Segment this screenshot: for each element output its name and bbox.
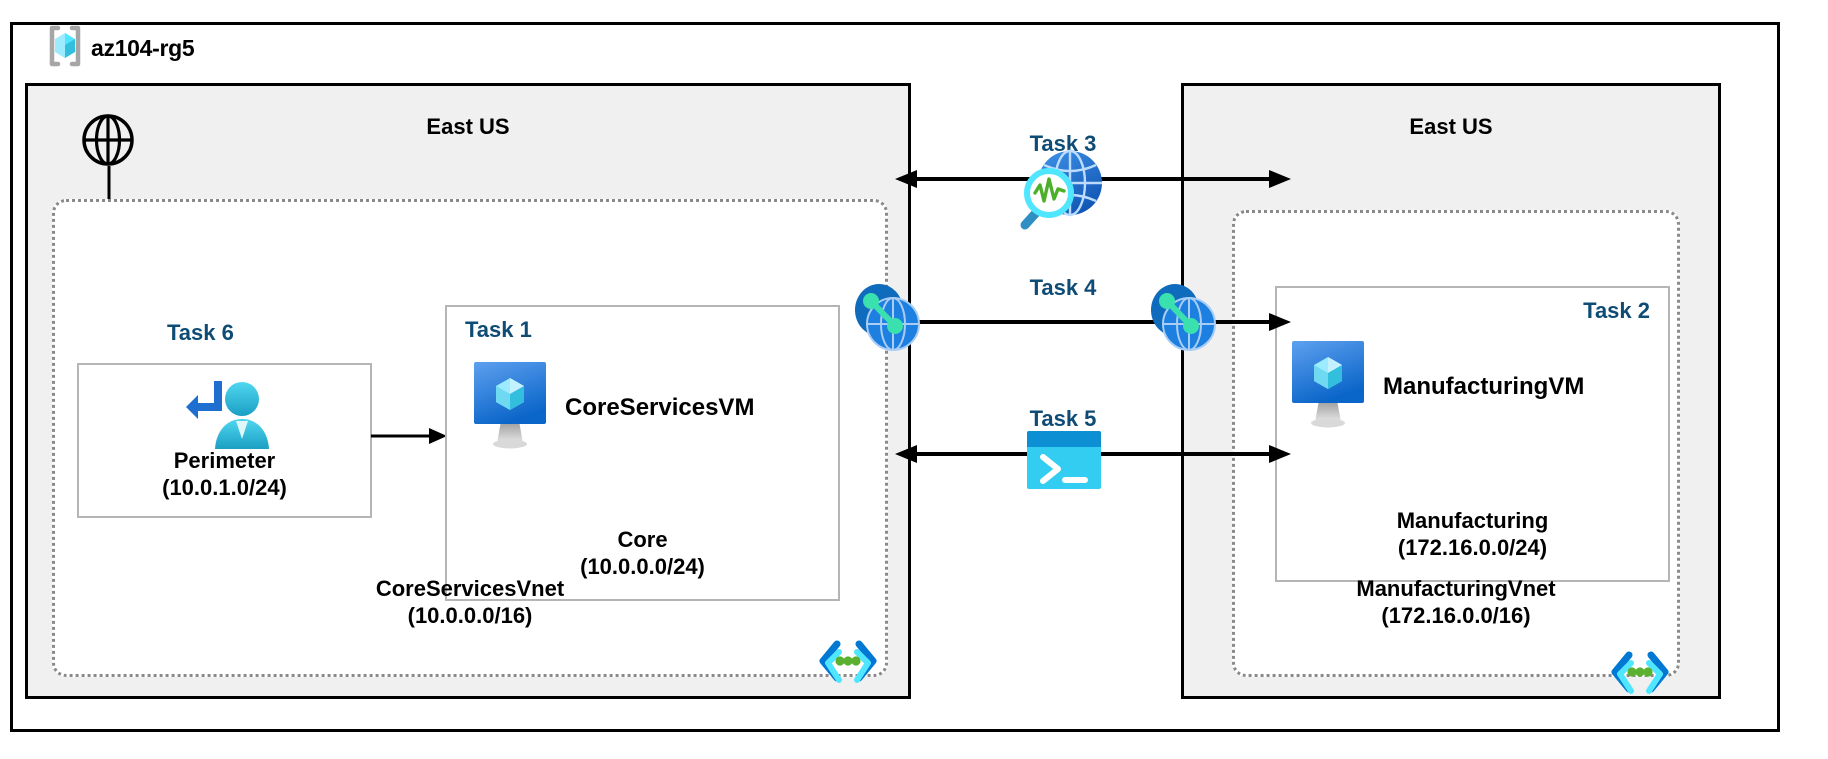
vm-coreservices: CoreServicesVM [471,359,754,456]
vm-manufacturing: ManufacturingVM [1289,338,1584,435]
task-label-2: Task 2 [1583,298,1650,323]
perimeter-to-core-arrow [371,428,447,444]
subnet-core: Task 1 [445,305,840,601]
resource-group-icon [47,25,83,72]
resource-group-container: az104-rg5 East US Task 6 [10,22,1780,732]
virtual-machine-icon [1289,338,1367,435]
vnet-coreservices-caption: CoreServicesVnet (10.0.0.0/16) [55,576,885,630]
subnet-core-cidr: (10.0.0.0/24) [580,554,705,580]
network-watcher-icon [1013,145,1113,238]
task-label-1: Task 1 [465,317,532,342]
vnet-manufacturing-caption: ManufacturingVnet (172.16.0.0/16) [1235,576,1677,630]
internet-globe-icon [80,112,136,173]
region-panel-left: East US Task 6 [25,83,911,699]
subnet-manufacturing-caption: Manufacturing (172.16.0.0/24) [1277,508,1668,562]
vnet-manufacturing-cidr: (172.16.0.0/16) [1381,603,1531,629]
subnet-manufacturing: Task 2 [1275,286,1670,582]
vnet-coreservices-name: CoreServicesVnet [375,576,565,602]
subnet-core-caption: Core (10.0.0.0/24) [447,527,838,581]
code-brackets-icon [817,636,879,691]
task4-connector-arrow [895,313,1291,331]
vnet-manufacturing-name: ManufacturingVnet [1356,576,1556,602]
vnet-peering-icon [849,280,927,363]
subnet-perimeter-cidr: (10.0.1.0/24) [162,475,287,501]
vm-name-manufacturing: ManufacturingVM [1383,372,1585,400]
vm-name-coreservices: CoreServicesVM [565,393,755,421]
code-brackets-icon [1609,647,1671,702]
bastion-user-icon [184,377,276,464]
virtual-machine-icon [471,359,549,456]
subnet-perimeter-caption: Perimeter (10.0.1.0/24) [79,448,370,502]
task-label-5: Task 5 [1029,406,1097,431]
vnet-peering-icon [1145,280,1223,363]
region-title-left: East US [426,114,510,139]
subnet-manufacturing-name: Manufacturing [1396,508,1549,534]
task-label-4: Task 4 [1029,275,1097,300]
subnet-perimeter-name: Perimeter [173,448,276,474]
resource-group-name: az104-rg5 [91,34,195,61]
subnet-perimeter: Perimeter (10.0.1.0/24) [77,363,372,518]
resource-group-header: az104-rg5 [41,25,205,72]
vnet-coreservices: Task 6 [52,199,888,683]
region-title-right: East US [1409,114,1493,139]
task-label-6: Task 6 [167,320,234,345]
cloud-shell-icon [1025,429,1103,496]
subnet-manufacturing-cidr: (172.16.0.0/24) [1397,535,1548,561]
vnet-coreservices-cidr: (10.0.0.0/16) [407,603,533,629]
vnet-manufacturing: Task 2 [1232,210,1680,694]
subnet-core-name: Core [617,527,668,553]
